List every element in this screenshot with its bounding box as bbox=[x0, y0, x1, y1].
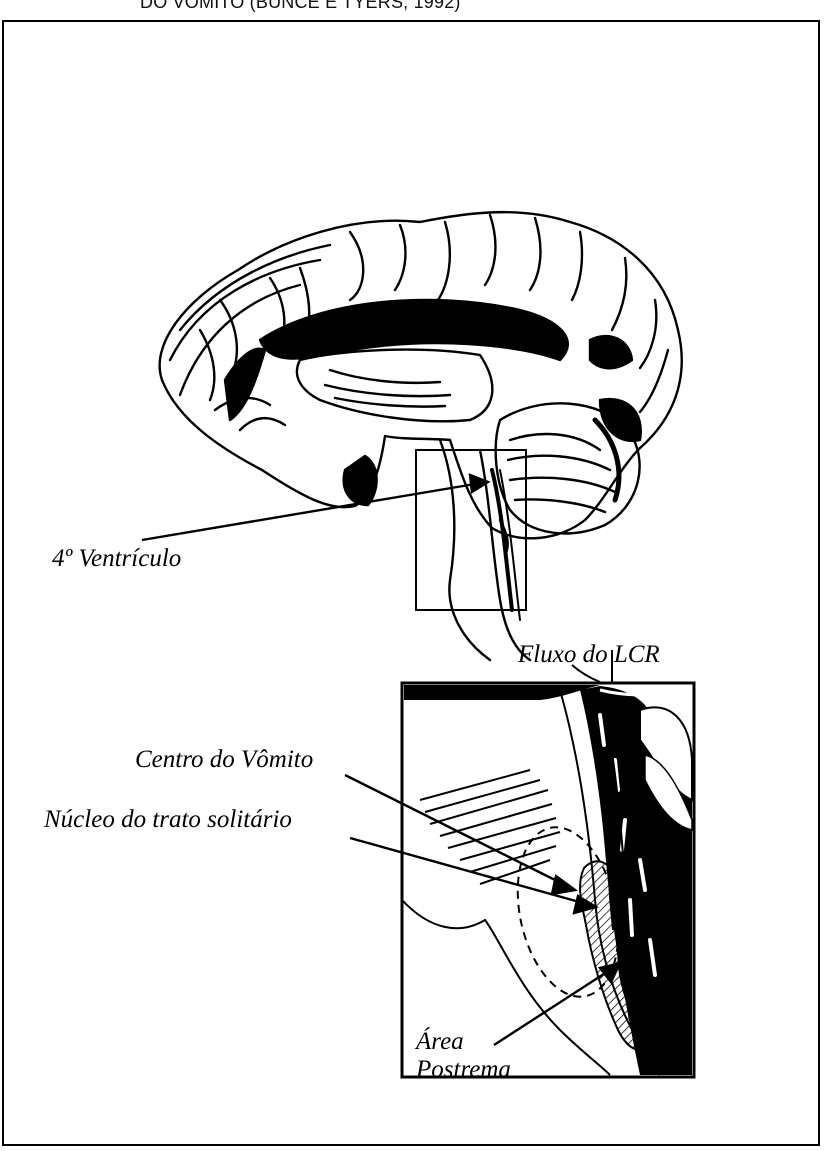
zoom-inset bbox=[402, 683, 694, 1077]
label-area-postrema: Área Postrema bbox=[416, 1028, 511, 1083]
label-nucleus-tractus-solitarius: Núcleo do trato solitário bbox=[44, 807, 292, 832]
label-area-line2: Postrema bbox=[416, 1056, 511, 1084]
ventricle-arrow bbox=[142, 475, 488, 540]
label-vomiting-center: Centro do Vômito bbox=[135, 747, 313, 772]
label-csf-flow: Fluxo do LCR bbox=[518, 642, 660, 667]
label-4th-ventricle: 4º Ventrículo bbox=[52, 546, 181, 571]
label-area-line1: Área bbox=[416, 1028, 511, 1056]
corpus-callosum bbox=[260, 300, 568, 360]
brain-illustration bbox=[160, 212, 682, 660]
brainstem bbox=[440, 440, 490, 660]
